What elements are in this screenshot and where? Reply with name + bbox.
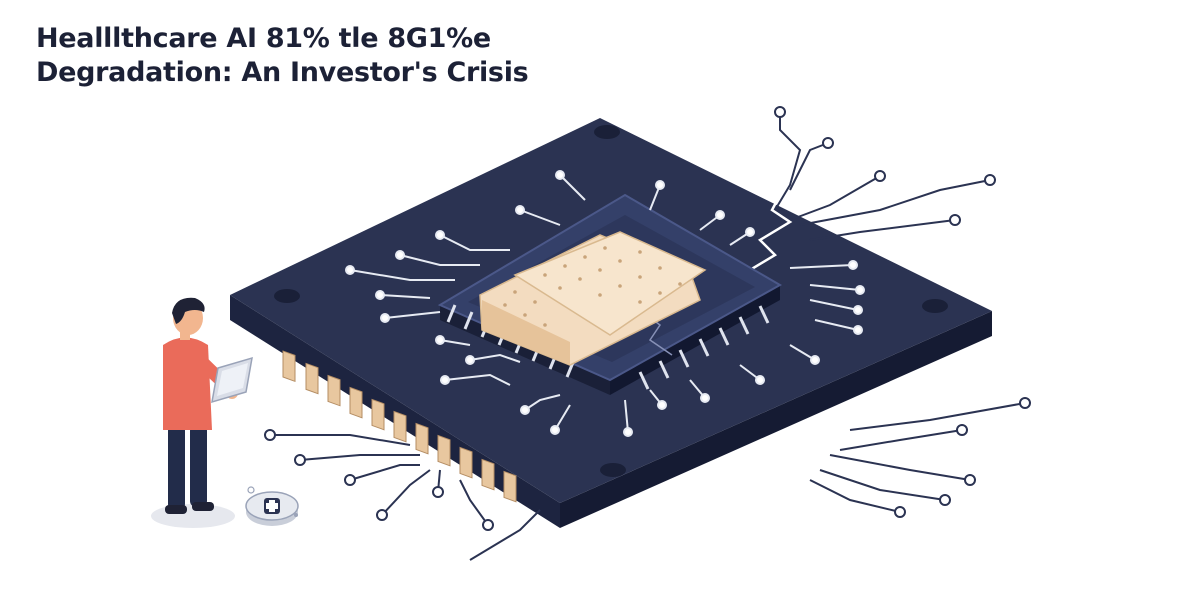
edge-pin [282, 350, 296, 383]
edge-pin [393, 410, 407, 443]
mount-hole-icon [274, 289, 300, 303]
edge-pins [282, 350, 517, 503]
title-line-1: Healllthcare AI 81% tle 8G1%e [36, 23, 491, 54]
circuit-traces [264, 106, 1031, 561]
edge-pin [481, 458, 495, 491]
chip-side [610, 285, 780, 395]
mount-hole-icon [600, 463, 626, 477]
edge-pin [503, 470, 517, 503]
edge-pin [415, 422, 429, 455]
bandage-icon [479, 231, 707, 366]
board-crack [749, 194, 793, 272]
medical-cross-icon [245, 486, 299, 526]
edge-pin [437, 434, 451, 467]
page-title: Healllthcare AI 81% tle 8G1%e Degradatio… [36, 22, 529, 90]
title-line-2: Degradation: An Investor's Crisis [36, 57, 529, 88]
edge-pin [327, 374, 341, 407]
edge-pin [459, 446, 473, 479]
edge-pin [349, 386, 363, 419]
mount-hole-icon [922, 299, 948, 313]
board-side-right [560, 311, 992, 528]
person-figure [151, 297, 253, 528]
tablet-icon [211, 356, 253, 404]
edge-pin [371, 398, 385, 431]
mount-hole-icon [594, 125, 620, 139]
edge-pin [305, 362, 319, 395]
